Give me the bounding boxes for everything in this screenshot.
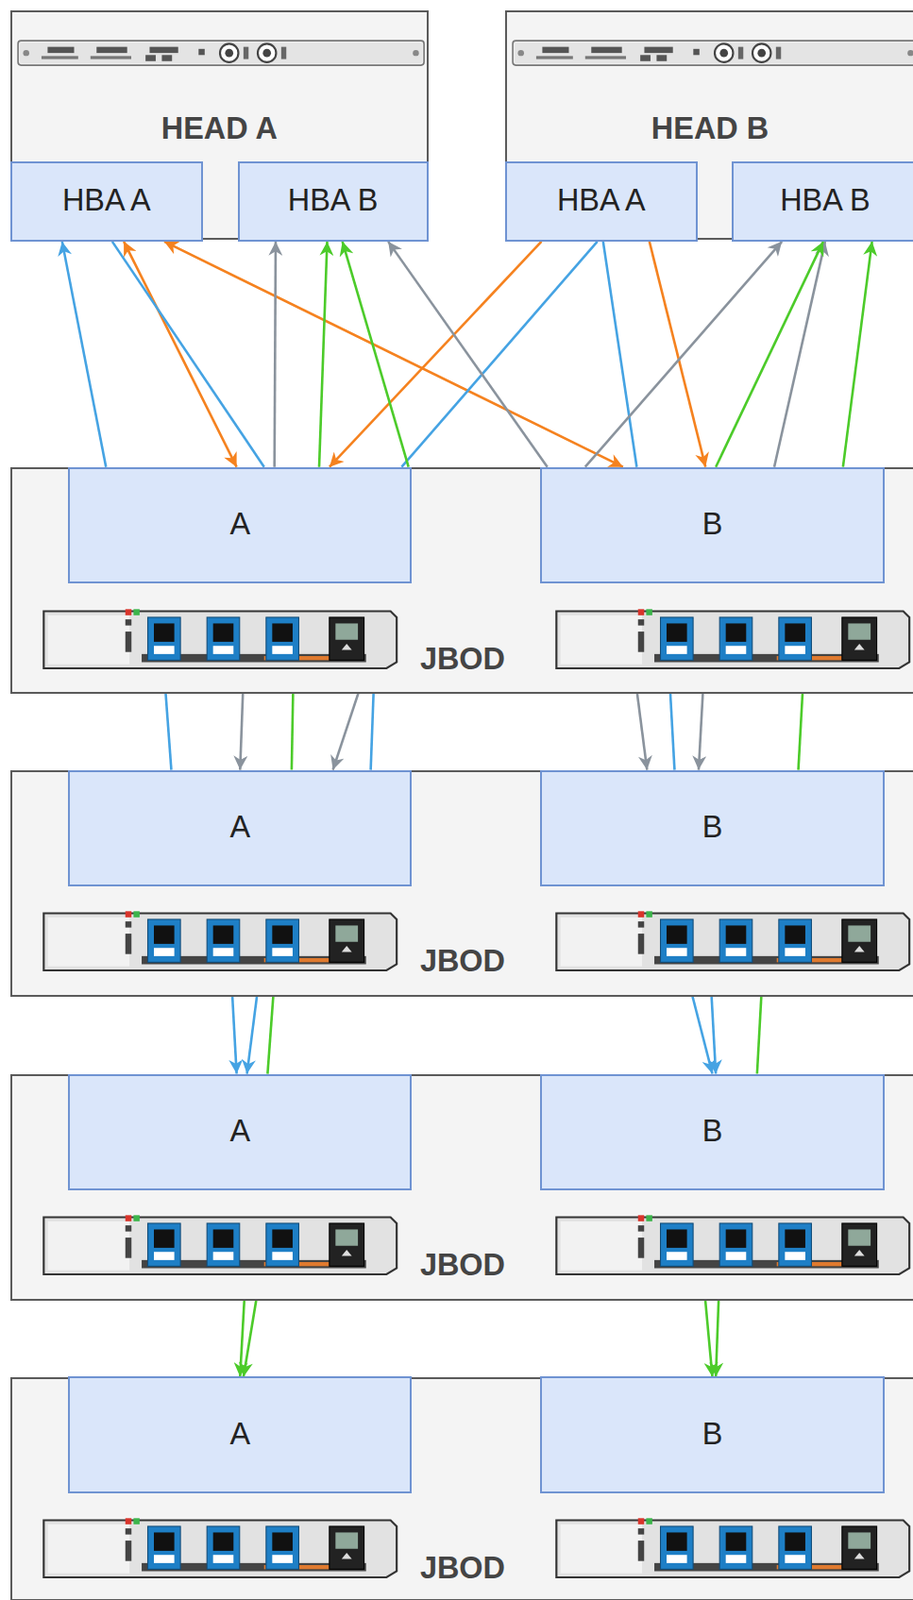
server-head: HEAD A HBA A HBA B [10, 10, 429, 240]
port-label: B [702, 1418, 724, 1453]
server-illustration [16, 38, 425, 68]
port-label: HBA A [62, 184, 152, 219]
io-module-illustration [39, 605, 399, 672]
sas-cable [585, 241, 782, 468]
sas-cable [62, 241, 106, 468]
hba-card: HBA A [10, 161, 203, 242]
port-label: A [229, 1115, 251, 1150]
sas-cable [319, 241, 327, 468]
unit-title: HEAD A [12, 112, 427, 147]
illustration-use [43, 608, 397, 669]
hba-card: HBA B [237, 161, 429, 242]
sas-cable [274, 241, 276, 468]
illustration-use [43, 912, 397, 972]
io-module-illustration [39, 1514, 399, 1581]
sas-cable [329, 241, 542, 468]
hba-card: HBA A [505, 161, 698, 242]
sas-cable [164, 241, 624, 468]
io-module-box: B [540, 1376, 884, 1493]
io-module-illustration [39, 1211, 399, 1278]
io-module-illustration [552, 1514, 912, 1581]
jbod-enclosure: JBOD A B [10, 770, 913, 998]
io-module-illustration [552, 1211, 912, 1278]
server-head: HEAD B HBA A HBA B [505, 10, 913, 240]
port-label: A [229, 1418, 251, 1453]
unit-title: JBOD [12, 1552, 913, 1587]
illustration-use [17, 40, 424, 66]
sas-cable [649, 241, 706, 468]
illustration-use [557, 608, 911, 669]
illustration-use [557, 912, 911, 972]
sas-cable [388, 241, 548, 468]
port-label: HBA B [779, 184, 870, 219]
port-label: A [229, 811, 251, 846]
unit-title: HEAD B [507, 112, 913, 147]
jbod-enclosure: JBOD A B [10, 467, 913, 694]
io-module-box: B [540, 467, 884, 584]
port-label: B [702, 811, 724, 846]
sas-cable [342, 241, 409, 468]
illustration-use [512, 40, 913, 66]
port-label: B [702, 507, 724, 542]
illustration-use [557, 1216, 911, 1276]
io-module-box: B [540, 1074, 884, 1191]
sas-cable [843, 241, 873, 468]
unit-title: JBOD [12, 1249, 913, 1284]
io-module-illustration [552, 907, 912, 974]
sas-cable [774, 241, 826, 468]
illustration-use [43, 1216, 397, 1276]
hba-card: HBA B [731, 161, 913, 242]
io-module-box: A [67, 770, 412, 887]
port-label: HBA A [557, 184, 646, 219]
jbod-enclosure: JBOD A B [10, 1074, 913, 1302]
io-module-illustration [552, 605, 912, 672]
port-label: B [702, 1115, 724, 1150]
io-module-box: B [540, 770, 884, 887]
io-module-box: A [67, 1376, 412, 1493]
unit-title: JBOD [12, 642, 913, 677]
io-module-box: A [67, 467, 412, 584]
sas-cable [401, 241, 597, 468]
jbod-enclosure: JBOD A B [10, 1377, 913, 1600]
sas-cable [603, 241, 638, 468]
sas-cable [123, 241, 237, 468]
io-module-illustration [39, 907, 399, 974]
port-label: HBA B [287, 184, 378, 219]
sas-cable [112, 241, 265, 468]
illustration-use [557, 1519, 911, 1579]
port-label: A [229, 507, 251, 542]
server-illustration [511, 38, 913, 68]
io-module-box: A [67, 1074, 412, 1191]
illustration-use [43, 1519, 397, 1579]
unit-title: JBOD [12, 945, 913, 980]
sas-cable [715, 241, 824, 468]
